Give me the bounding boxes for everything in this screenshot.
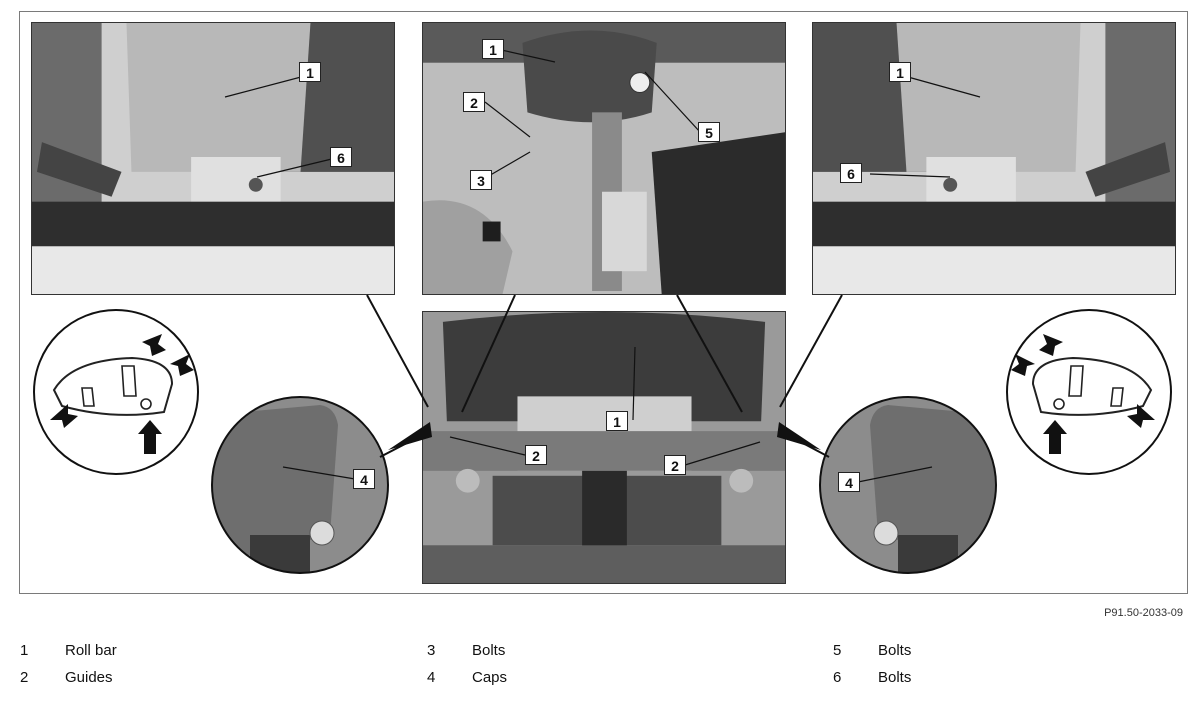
caps-detail-left xyxy=(210,395,390,575)
legend-text-5: Bolts xyxy=(878,642,912,659)
arrow-icon xyxy=(170,354,194,376)
figure-reference-code: P91.50-2033-09 xyxy=(1104,607,1183,619)
label-bolts-5: 5 xyxy=(698,122,720,142)
legend-number-1: 1 xyxy=(20,642,29,659)
arrow-icon xyxy=(1039,334,1063,356)
label-bolts-6-left: 6 xyxy=(330,147,352,167)
arrow-icon xyxy=(1011,354,1035,376)
label-guides-bottom-left: 2 xyxy=(525,445,547,465)
photo-bottom-middle xyxy=(422,311,786,584)
photo-top-right-image xyxy=(813,23,1175,294)
label-roll-bar-bottom: 1 xyxy=(606,411,628,431)
callout-lines xyxy=(224,48,981,483)
label-bolts-6-right: 6 xyxy=(840,163,862,183)
figure-frame: 1 6 1 2 3 5 1 6 1 2 2 4 4 xyxy=(19,11,1188,594)
label-guides-bottom-right: 2 xyxy=(664,455,686,475)
legend-text-2: Guides xyxy=(65,669,113,686)
legend-text-6: Bolts xyxy=(878,669,912,686)
arrow-icon xyxy=(138,420,162,454)
arrow-icon xyxy=(1127,404,1155,428)
legend-number-2: 2 xyxy=(20,669,29,686)
legend-text-3: Bolts xyxy=(472,642,506,659)
arrow-icon xyxy=(142,334,166,356)
label-roll-bar-top-left: 1 xyxy=(299,62,321,82)
arrow-icon xyxy=(1043,420,1067,454)
label-caps-left: 4 xyxy=(353,469,375,489)
label-roll-bar-top-middle: 1 xyxy=(482,39,504,59)
clip-drawing-left xyxy=(32,308,200,476)
legend-text-1: Roll bar xyxy=(65,642,117,659)
clip-drawing-left-image xyxy=(33,309,199,475)
legend-number-3: 3 xyxy=(427,642,436,659)
photo-top-left-image xyxy=(32,23,394,294)
label-guides-top-middle: 2 xyxy=(463,92,485,112)
legend-number-4: 4 xyxy=(427,669,436,686)
photo-bottom-middle-image xyxy=(423,312,785,583)
label-bolts-3: 3 xyxy=(470,170,492,190)
clip-drawing-right xyxy=(1005,308,1173,476)
clip-drawing-right-image xyxy=(1006,309,1172,475)
arrow-icon xyxy=(50,404,78,428)
caps-detail-left-image xyxy=(211,396,389,574)
legend-number-6: 6 xyxy=(833,669,842,686)
photo-top-left xyxy=(31,22,395,295)
label-caps-right: 4 xyxy=(838,472,860,492)
label-roll-bar-top-right: 1 xyxy=(889,62,911,82)
photo-top-right xyxy=(812,22,1176,295)
legend-number-5: 5 xyxy=(833,642,842,659)
legend-text-4: Caps xyxy=(472,669,508,686)
